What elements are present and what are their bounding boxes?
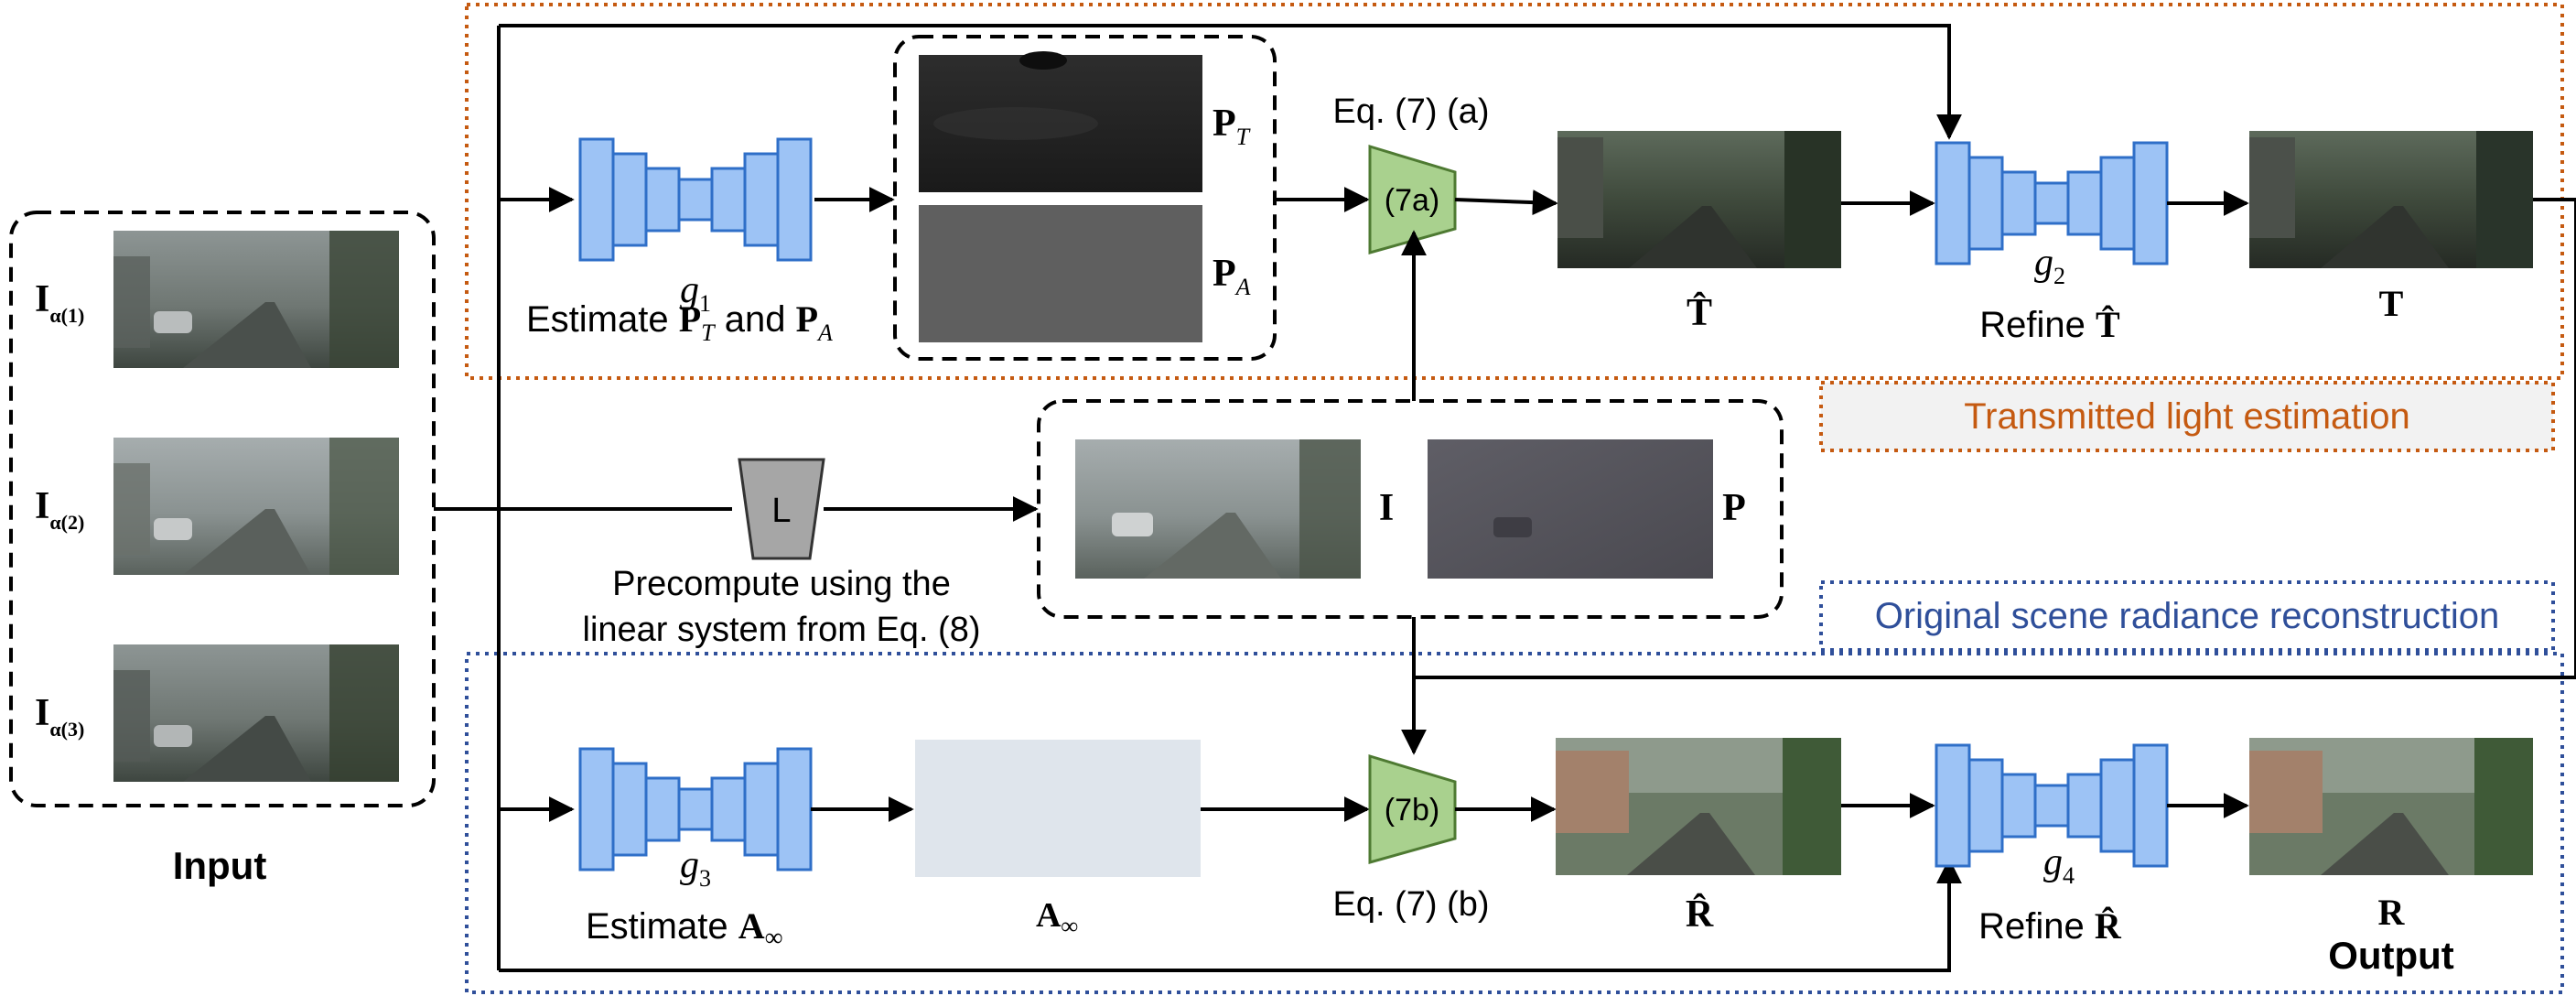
r-hat-label: R̂	[1686, 893, 1714, 936]
input-label-2: Iα(2)	[35, 485, 84, 534]
precompute-caption-2: linear system from Eq. (8)	[583, 611, 981, 649]
linear-l-block	[738, 458, 825, 560]
network-g2-label: g2	[2034, 242, 2065, 289]
eq7b-label: Eq. (7) (b)	[1332, 885, 1489, 924]
i-image	[1075, 439, 1361, 579]
network-g3-label: g3	[680, 844, 711, 892]
network-g1-label: g1	[680, 269, 711, 317]
eq7a-block	[1368, 144, 1457, 254]
linear-l-label: L	[771, 492, 791, 530]
t-hat-image	[1557, 131, 1841, 268]
pt-map-image	[919, 51, 1202, 192]
a-inf-label: A∞	[1036, 896, 1078, 939]
input-image-2	[113, 438, 399, 575]
r-image	[2249, 738, 2533, 875]
pt-label: PT	[1213, 103, 1251, 150]
refine-r-caption: Refine R̂	[1978, 905, 2122, 947]
input-caption: Input	[173, 844, 267, 887]
transmitted-region-label-box	[1819, 381, 2555, 452]
top-bus-line	[499, 24, 1962, 140]
network-g1	[578, 137, 813, 262]
input-label-3: Iα(3)	[35, 692, 84, 741]
input-image-1	[113, 231, 399, 368]
input-image-3	[113, 644, 399, 782]
i-label: I	[1379, 487, 1394, 529]
eq7a-label: Eq. (7) (a)	[1332, 92, 1489, 131]
input-label-1: Iα(1)	[35, 278, 84, 327]
transmitted-region-box	[465, 3, 2564, 380]
p-label: P	[1722, 487, 1746, 529]
pa-map-image	[919, 205, 1202, 342]
ip-group-box	[1037, 399, 1784, 619]
radiance-region-label: Original scene radiance reconstruction	[1875, 596, 2500, 636]
pa-label: PA	[1213, 253, 1251, 300]
t-label: T	[2379, 283, 2404, 324]
input-group-box	[9, 211, 436, 807]
refine-t-caption: Refine T̂	[1979, 304, 2120, 345]
eq7b-block-label: (7b)	[1385, 793, 1439, 828]
estimate-a-caption: Estimate A∞	[586, 905, 783, 952]
t-image	[2249, 131, 2533, 268]
7a-to-t-hat-arrow	[1454, 189, 1558, 216]
estimate-pt-pa-caption: Estimate PT and PA	[526, 298, 833, 346]
p-image	[1428, 439, 1713, 579]
t-hat-label: T̂	[1687, 292, 1712, 334]
t-to-7b-line	[1414, 198, 2576, 679]
bottom-bus-line	[499, 858, 1962, 972]
output-label: Output	[2328, 934, 2454, 977]
eq7b-block	[1368, 753, 1457, 864]
r-label: R	[2378, 892, 2406, 933]
radiance-region-label-box	[1819, 580, 2555, 652]
network-g2	[1935, 141, 2169, 265]
transmitted-region-label: Transmitted light estimation	[1964, 396, 2410, 437]
a-inf-image	[915, 740, 1201, 877]
precompute-caption-1: Precompute using the	[612, 565, 951, 603]
eq7a-block-label: (7a)	[1385, 183, 1439, 218]
network-g3	[578, 747, 813, 872]
network-g4	[1935, 743, 2169, 868]
network-g4-label: g4	[2043, 841, 2075, 889]
r-hat-image	[1556, 738, 1841, 875]
